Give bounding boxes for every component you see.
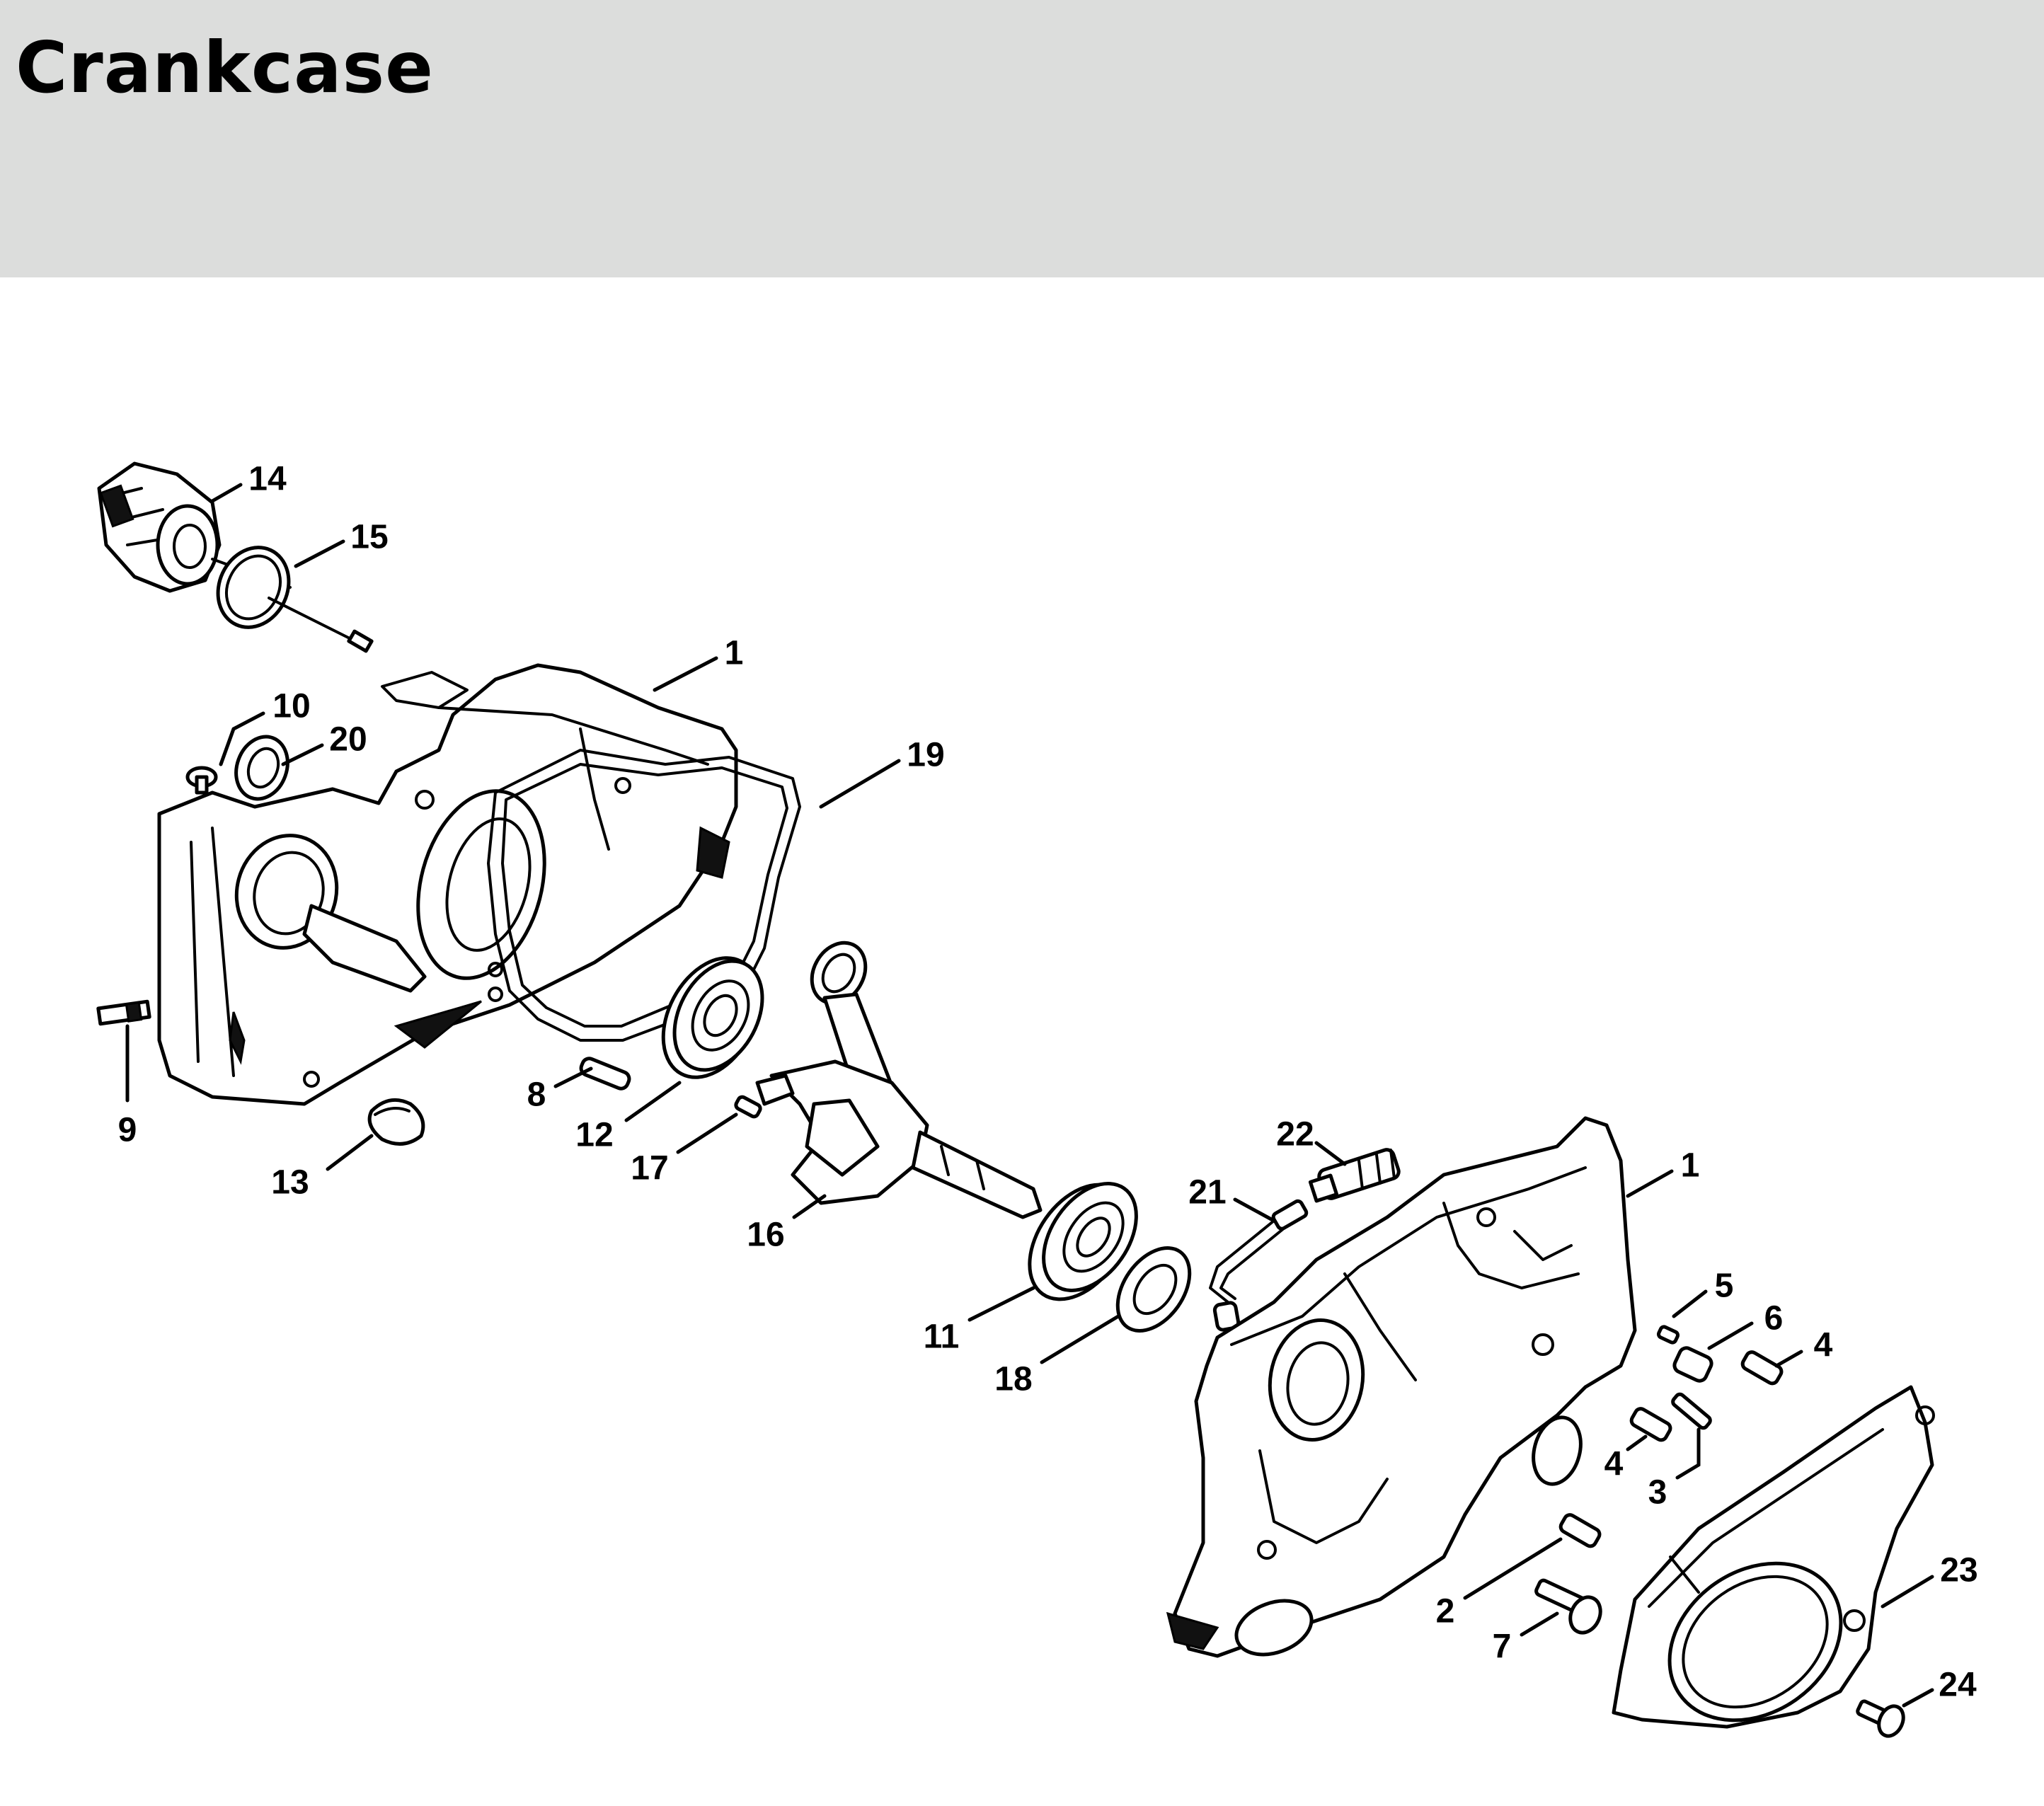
crankshaft-drawing: [755, 941, 1043, 1219]
plug-and-seal-drawing: [185, 735, 289, 801]
callout-p15: 15: [350, 519, 388, 556]
callout-p21: 21: [1188, 1174, 1226, 1212]
callout-p3: 3: [1648, 1474, 1667, 1512]
callout-p9: 9: [118, 1112, 137, 1149]
woodruff-key-drawing: [734, 1095, 762, 1119]
oil-pickup-drawing: [1209, 1148, 1401, 1332]
callout-p13: 13: [271, 1164, 309, 1202]
crankcase-right-drawing: [1166, 1116, 1637, 1658]
oil-seal-drawing: [1115, 1246, 1192, 1333]
callout-p10: 10: [272, 688, 310, 725]
main-bearing-drawing: [1028, 1182, 1138, 1301]
callout-p16: 16: [747, 1217, 784, 1254]
header-band: [0, 0, 2044, 277]
callout-p24: 24: [1939, 1667, 1977, 1704]
callout-p23: 23: [1940, 1552, 1977, 1589]
callout-p8: 8: [527, 1076, 546, 1114]
callout-p5: 5: [1715, 1267, 1734, 1305]
callout-p11: 11: [924, 1318, 960, 1356]
callout-p20: 20: [329, 721, 367, 759]
callout-p19: 19: [907, 737, 944, 774]
callout-p4a: 4: [1814, 1327, 1833, 1364]
callout-p2: 2: [1436, 1593, 1455, 1630]
oil-pump-drawing: [97, 461, 292, 593]
rubber-plug-drawing: [367, 1098, 425, 1146]
callout-p6: 6: [1764, 1300, 1784, 1338]
callout-p18: 18: [994, 1361, 1032, 1398]
callout-p7: 7: [1493, 1628, 1512, 1666]
ball-bearing-drawing: [661, 956, 764, 1079]
callout-p1b: 1: [1681, 1147, 1700, 1185]
callout-p14: 14: [248, 461, 287, 498]
cover-screw-drawing: [1856, 1699, 1905, 1738]
crankcase-left-drawing: [157, 663, 738, 1106]
nipple-fitting-drawing: [96, 999, 151, 1026]
callout-p1a: 1: [725, 635, 744, 672]
page-title: Crankcase: [16, 26, 434, 109]
dowel-pin-drawing: [579, 1057, 631, 1091]
small-hardware-drawing: [1534, 1325, 1784, 1635]
callout-leaders: [125, 483, 1934, 1708]
callout-p17: 17: [631, 1150, 668, 1187]
o-ring-drawing: [216, 546, 374, 653]
sprocket-cover-drawing: [1612, 1385, 1935, 1729]
callout-p22: 22: [1276, 1116, 1314, 1154]
callout-p4b: 4: [1604, 1446, 1624, 1483]
callout-p12: 12: [575, 1117, 613, 1154]
